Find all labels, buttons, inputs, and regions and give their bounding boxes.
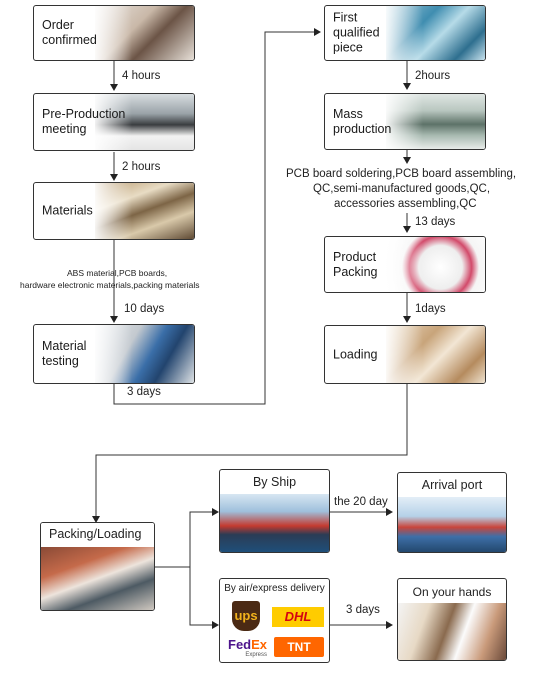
fedex-ex-text: Ex <box>251 637 268 652</box>
packing-loading-label: Packing/Loading <box>49 527 142 541</box>
product-packing-box: Product Packing <box>324 236 486 293</box>
cargo-ship-photo <box>220 494 329 552</box>
ship-time-label: the 20 day <box>334 496 388 508</box>
step-time-2hours: 2hours <box>415 70 451 82</box>
materials-label: Materials <box>42 203 93 218</box>
materials-note-line2: hardware electronic materials,packing ma… <box>20 280 200 290</box>
product-packing-label: Product Packing <box>333 249 378 279</box>
ups-logo: ups <box>232 601 260 631</box>
by-air-label: By air/express delivery <box>224 583 325 594</box>
order-confirmed-label: Order confirmed <box>42 18 97 47</box>
production-note-line3: accessories assembling,QC <box>334 198 477 210</box>
air-time-label: 3 days <box>346 604 380 616</box>
step-time-3-days: 3 days <box>127 386 161 398</box>
step-time-10-days: 10 days <box>124 303 165 315</box>
loading-box: Loading <box>324 325 486 384</box>
dhl-logo: DHL <box>272 607 324 627</box>
first-qualified-label: First qualified piece <box>333 10 380 55</box>
by-air-box: By air/express delivery ups DHL FedEx Ex… <box>219 578 330 663</box>
pre-production-label: Pre-Production meeting <box>42 107 126 136</box>
step-time-2-hours: 2 hours <box>122 161 161 173</box>
material-testing-box: Material testing <box>33 324 195 384</box>
materials-note-line1: ABS material,PCB boards, <box>67 268 168 278</box>
step-time-1days: 1days <box>415 303 446 315</box>
on-your-hands-label: On your hands <box>412 585 492 599</box>
production-note-line1: PCB board soldering,PCB board assembling… <box>286 168 517 180</box>
packing-loading-box: Packing/Loading <box>40 522 155 611</box>
warehouse-photo <box>41 547 154 610</box>
delivery-photo <box>398 603 506 660</box>
materials-box: Materials <box>33 182 195 240</box>
fedex-sub-text: Express <box>245 652 268 658</box>
mass-production-label: Mass production <box>333 106 392 136</box>
order-confirmed-box: Order confirmed <box>33 5 195 61</box>
step-time-4-hours: 4 hours <box>122 70 161 82</box>
fedex-fed-text: Fed <box>228 637 252 652</box>
step-time-13-days: 13 days <box>415 216 456 228</box>
fedex-logo: FedEx Express <box>228 637 267 658</box>
first-qualified-box: First qualified piece <box>324 5 486 61</box>
arrival-port-box: Arrival port <box>397 472 507 553</box>
arrival-port-label: Arrival port <box>421 478 483 492</box>
loading-label: Loading <box>333 347 378 361</box>
material-testing-label: Material testing <box>42 339 87 368</box>
production-note-line2: QC,semi-manufactured goods,QC, <box>313 183 491 195</box>
by-ship-label: By Ship <box>252 475 297 489</box>
pre-production-box: Pre-Production meeting <box>33 93 195 151</box>
tnt-logo: TNT <box>274 637 324 657</box>
mass-production-box: Mass production <box>324 93 486 150</box>
port-cranes-photo <box>398 497 506 552</box>
on-your-hands-box: On your hands <box>397 578 507 661</box>
by-ship-box: By Ship <box>219 469 330 553</box>
